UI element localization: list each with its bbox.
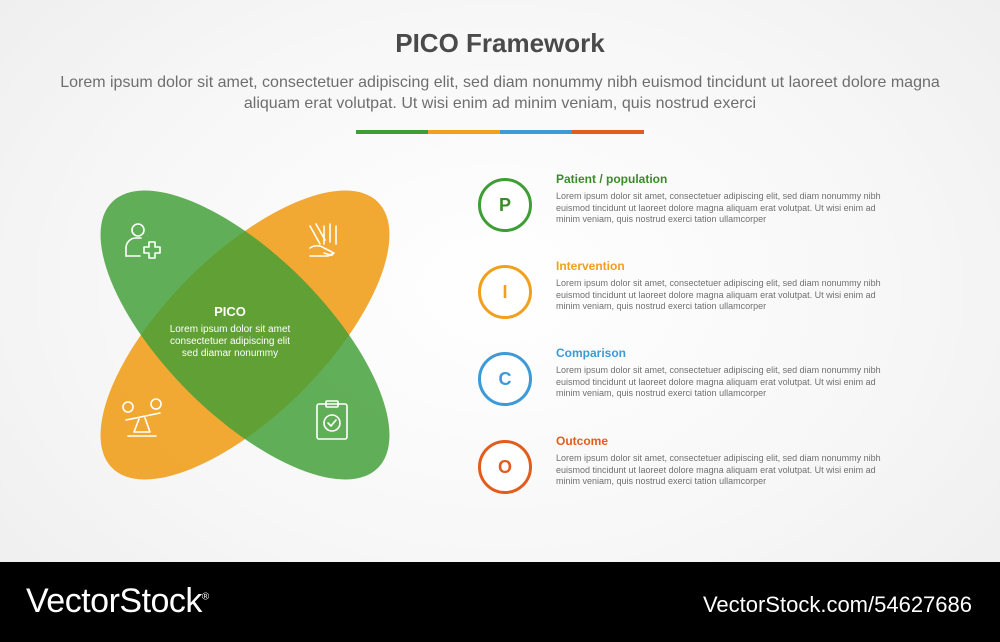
page-title: PICO Framework <box>395 28 605 58</box>
center-description: Lorem ipsum dolor sit amet consectetuer … <box>169 324 291 359</box>
letter-badge: C <box>478 352 532 406</box>
pico-item-outcome: O Outcome Lorem ipsum dolor sit amet, co… <box>478 434 938 504</box>
letter-badge: P <box>478 178 532 232</box>
divider-segment-orange <box>428 130 500 134</box>
pico-item-intervention: I Intervention Lorem ipsum dolor sit ame… <box>478 259 938 329</box>
brand-name: VectorStock <box>26 582 202 620</box>
item-description: Lorem ipsum dolor sit amet, consectetuer… <box>556 278 881 311</box>
pico-diagram: PICO Lorem ipsum dolor sit amet consecte… <box>70 170 420 500</box>
footer-bar: VectorStock® VectorStock.com/54627686 <box>0 562 1000 642</box>
item-description: Lorem ipsum dolor sit amet, consectetuer… <box>556 453 881 486</box>
item-title: Patient / population <box>556 172 668 186</box>
balance-scale-icon <box>120 398 164 442</box>
trademark-mark: ® <box>201 591 209 603</box>
item-title: Outcome <box>556 434 609 448</box>
brand-logo: VectorStock® <box>26 582 209 621</box>
image-id: VectorStock.com/54627686 <box>702 592 972 617</box>
hand-intervention-icon <box>302 220 346 264</box>
center-label: PICO Lorem ipsum dolor sit amet consecte… <box>165 304 295 360</box>
pico-item-patient: P Patient / population Lorem ipsum dolor… <box>478 172 938 242</box>
patient-add-icon <box>122 218 166 262</box>
item-title: Comparison <box>556 346 627 360</box>
item-title: Intervention <box>556 259 625 273</box>
divider-segment-blue <box>500 130 572 134</box>
item-description: Lorem ipsum dolor sit amet, consectetuer… <box>556 191 881 224</box>
letter-badge: I <box>478 265 532 319</box>
clipboard-check-icon <box>310 398 354 442</box>
divider-segment-red <box>572 130 644 134</box>
item-description: Lorem ipsum dolor sit amet, consectetuer… <box>556 365 881 398</box>
color-divider <box>356 130 644 134</box>
pico-item-comparison: C Comparison Lorem ipsum dolor sit amet,… <box>478 346 938 416</box>
center-title: PICO <box>214 304 246 319</box>
letter-badge: O <box>478 440 532 494</box>
page-subtitle: Lorem ipsum dolor sit amet, consectetuer… <box>60 74 940 112</box>
divider-segment-green <box>356 130 428 134</box>
